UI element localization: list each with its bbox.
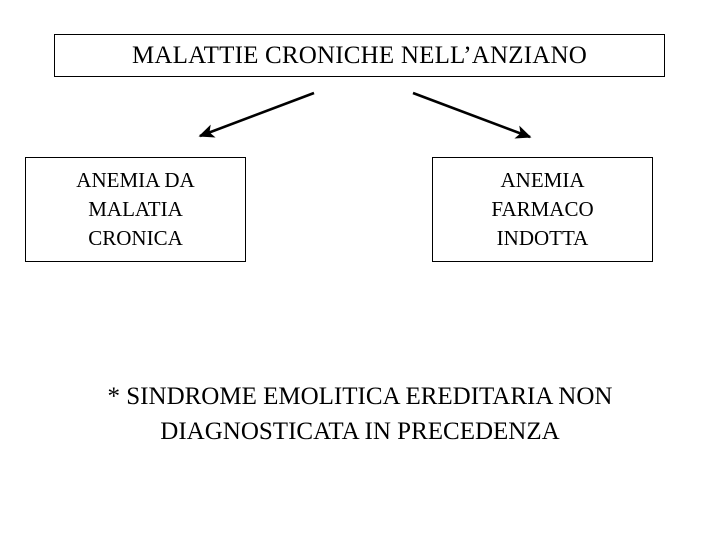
- arrow-title-to-left-node: [198, 91, 315, 138]
- node-right-line-3: INDOTTA: [496, 226, 589, 250]
- footnote-line-2: DIAGNOSTICATA IN PRECEDENZA: [160, 418, 560, 445]
- node-box-anemia-farmaco-indotta: ANEMIA FARMACO INDOTTA: [432, 157, 653, 262]
- node-right-line-2: FARMACO: [491, 197, 594, 221]
- node-left-line-1: ANEMIA DA: [76, 168, 195, 192]
- page-title: MALATTIE CRONICHE NELL’ANZIANO: [131, 42, 588, 69]
- node-box-anemia-malattia-cronica: ANEMIA DA MALATIA CRONICA: [25, 157, 246, 262]
- footnote-line-1: * SINDROME EMOLITICA EREDITARIA NON: [107, 383, 613, 410]
- arrow-title-to-right-node: [412, 91, 532, 139]
- title-box: MALATTIE CRONICHE NELL’ANZIANO: [54, 34, 665, 77]
- node-right-line-1: ANEMIA: [500, 168, 585, 192]
- node-left-line-2: MALATIA: [88, 197, 183, 221]
- node-left-line-3: CRONICA: [88, 226, 183, 250]
- footnote-block: * SINDROME EMOLITICA EREDITARIA NON DIAG…: [0, 379, 720, 449]
